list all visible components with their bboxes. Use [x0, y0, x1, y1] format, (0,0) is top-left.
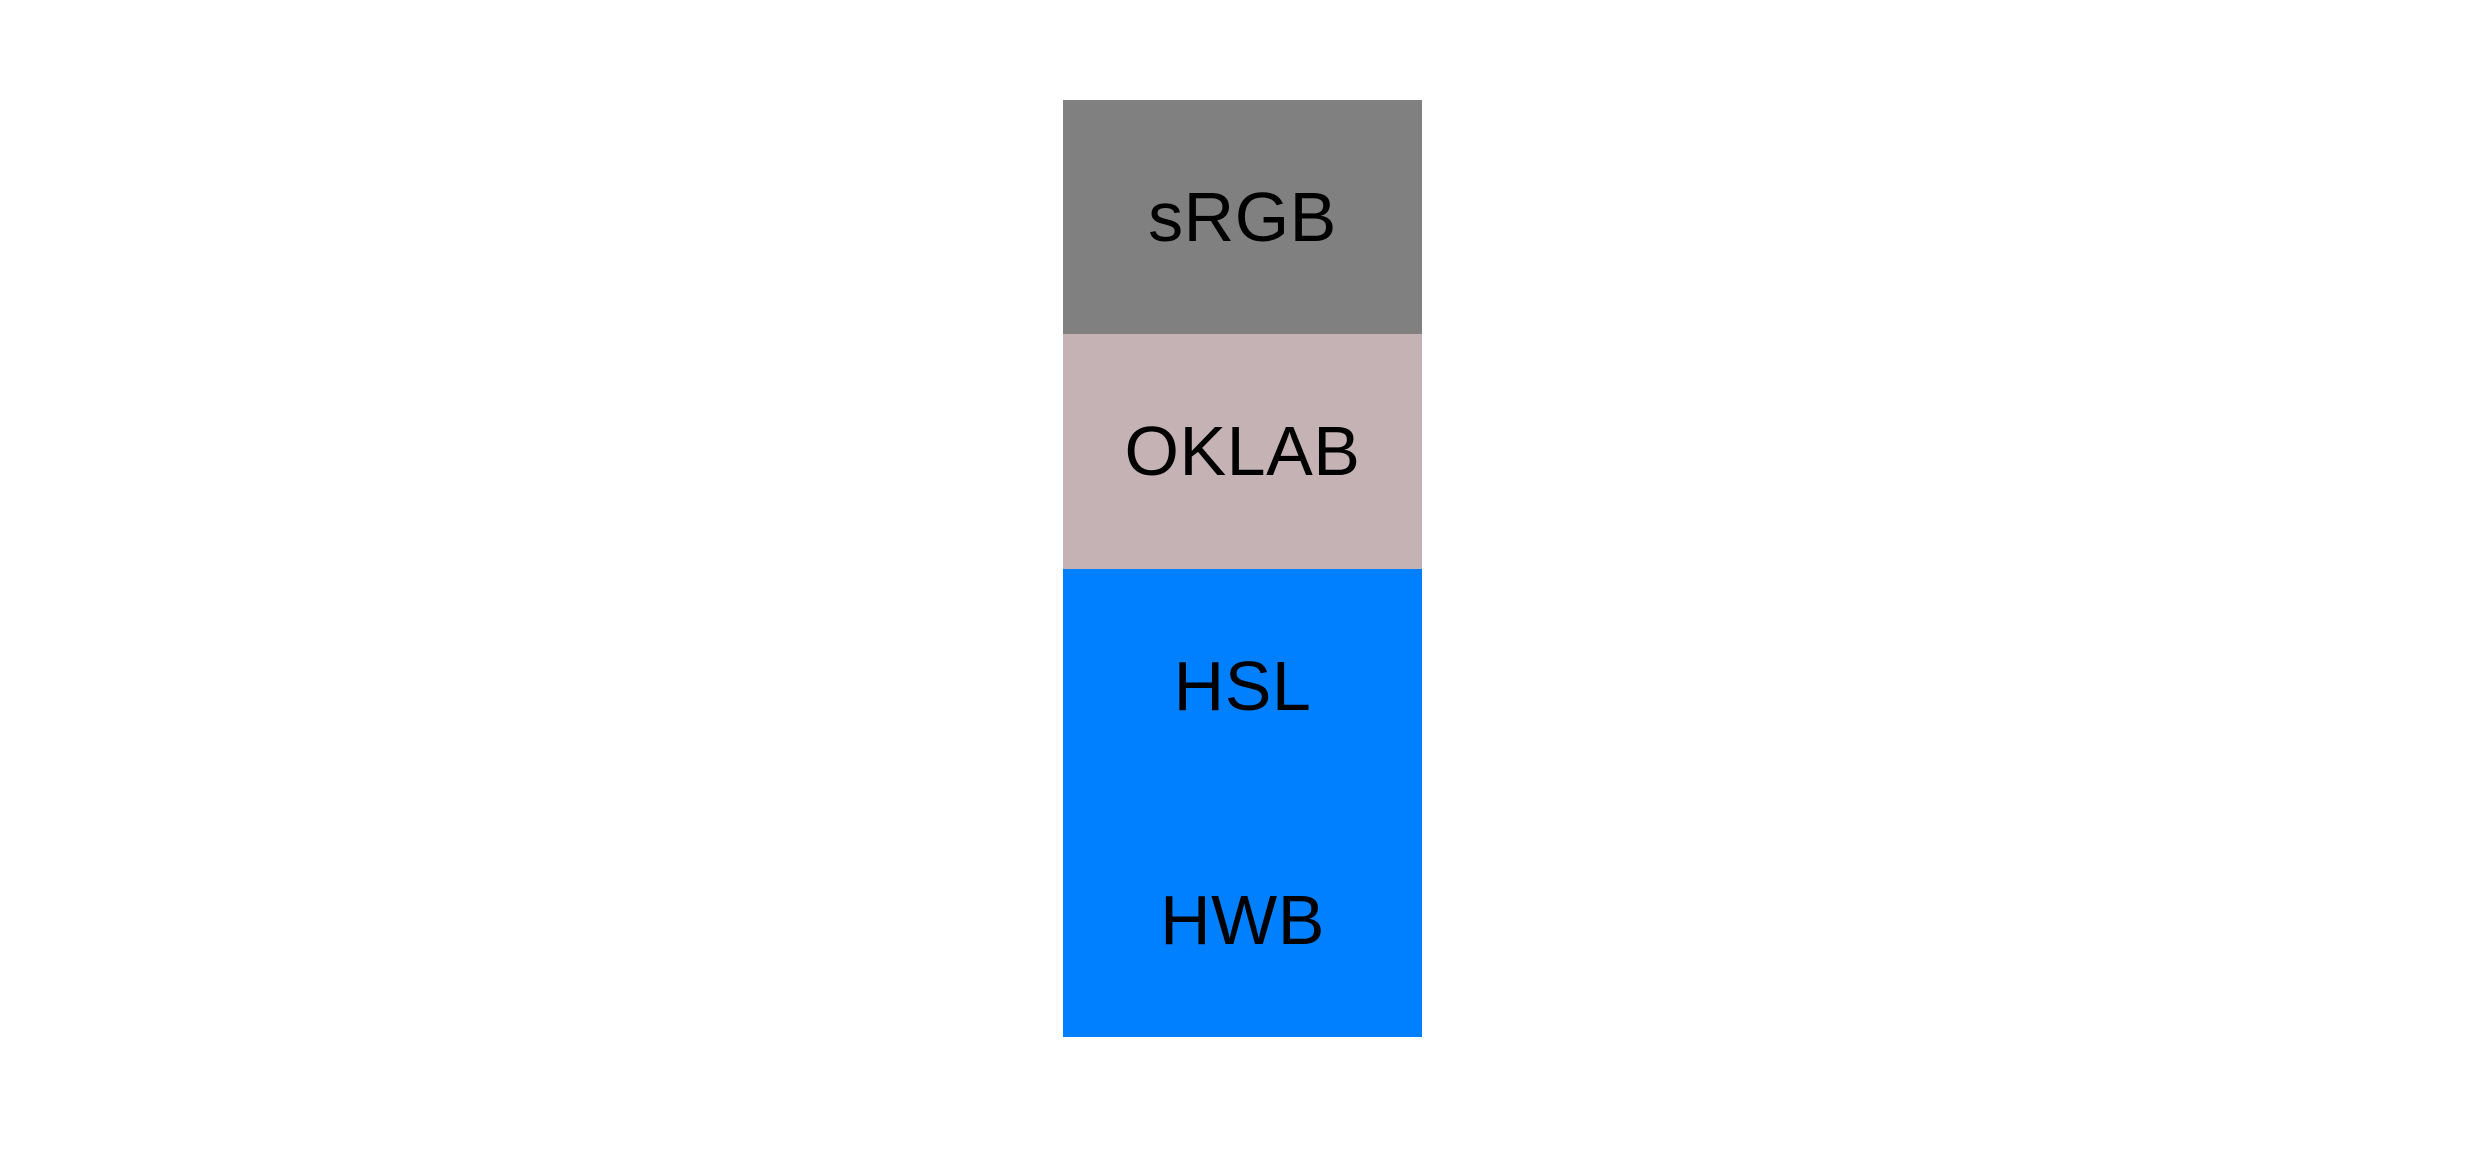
swatch-row-hsl[interactable]: HSL [1063, 568, 1422, 803]
swatch-label-oklab: OKLAB [1124, 412, 1361, 491]
swatch-row-hwb[interactable]: HWB [1063, 802, 1422, 1037]
swatch-row-oklab[interactable]: OKLAB [1063, 334, 1422, 569]
swatch-row-srgb[interactable]: sRGB [1063, 100, 1422, 335]
swatch-label-srgb: sRGB [1148, 178, 1337, 257]
color-space-swatch-stack: sRGB OKLAB HSL HWB [1063, 100, 1422, 1037]
swatch-label-hsl: HSL [1173, 646, 1312, 725]
swatch-label-hwb: HWB [1160, 880, 1325, 959]
